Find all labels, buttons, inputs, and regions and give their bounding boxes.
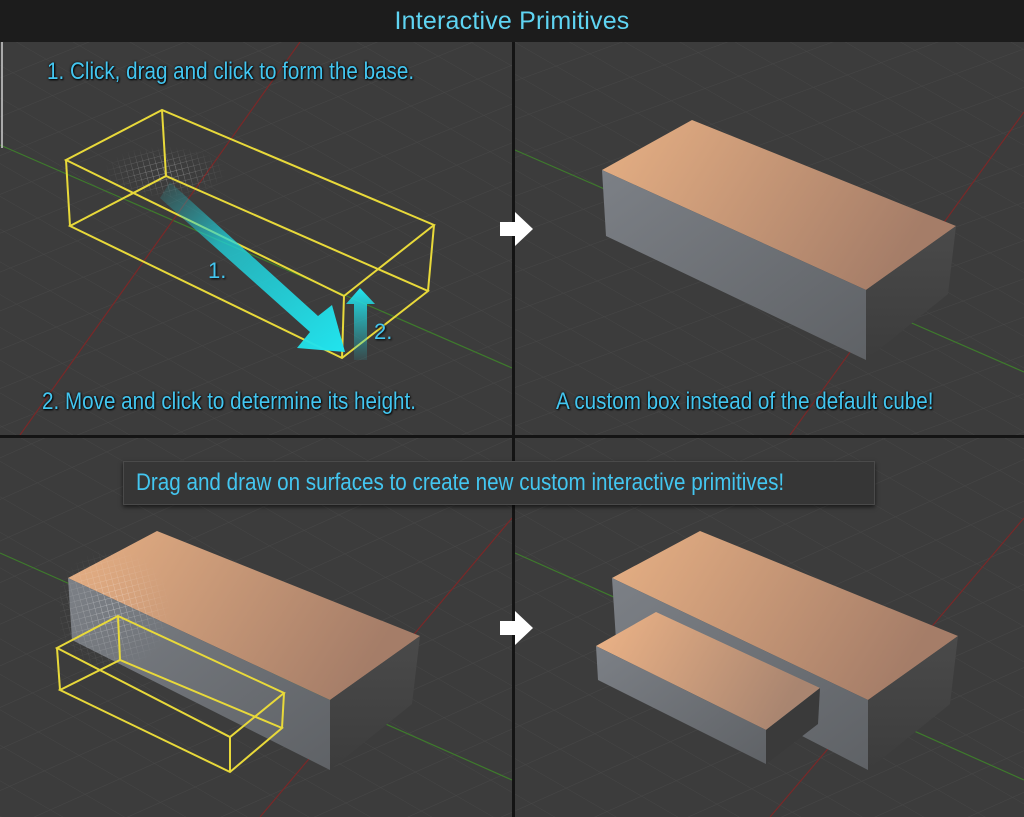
page-title: Interactive Primitives: [394, 6, 630, 35]
drag-arrow-icon: [160, 182, 345, 352]
feature-banner: Drag and draw on surfaces to create new …: [123, 461, 875, 505]
viewport-top-left: [0, 42, 512, 435]
caption-step1: 1. Click, drag and click to form the bas…: [47, 58, 415, 85]
surface-mesh-icon: [60, 550, 170, 670]
caption-step2: 2. Move and click to determine its heigh…: [42, 388, 417, 415]
custom-box: [602, 120, 956, 360]
step1-label: 1.: [208, 258, 227, 283]
banner-text: Drag and draw on surfaces to create new …: [136, 469, 785, 496]
result-boxes: [596, 531, 958, 770]
right-arrow-icon: [500, 212, 533, 246]
right-arrow-icon: [500, 611, 533, 645]
step2-label: 2.: [374, 319, 393, 344]
title-bar: Interactive Primitives: [0, 0, 1024, 42]
height-arrow-icon: [346, 288, 375, 360]
box-with-drawn-primitive: [54, 531, 420, 774]
caption-custom-box: A custom box instead of the default cube…: [556, 388, 934, 415]
wireframe-box: [63, 108, 436, 360]
viewport-grid: [0, 42, 1024, 817]
